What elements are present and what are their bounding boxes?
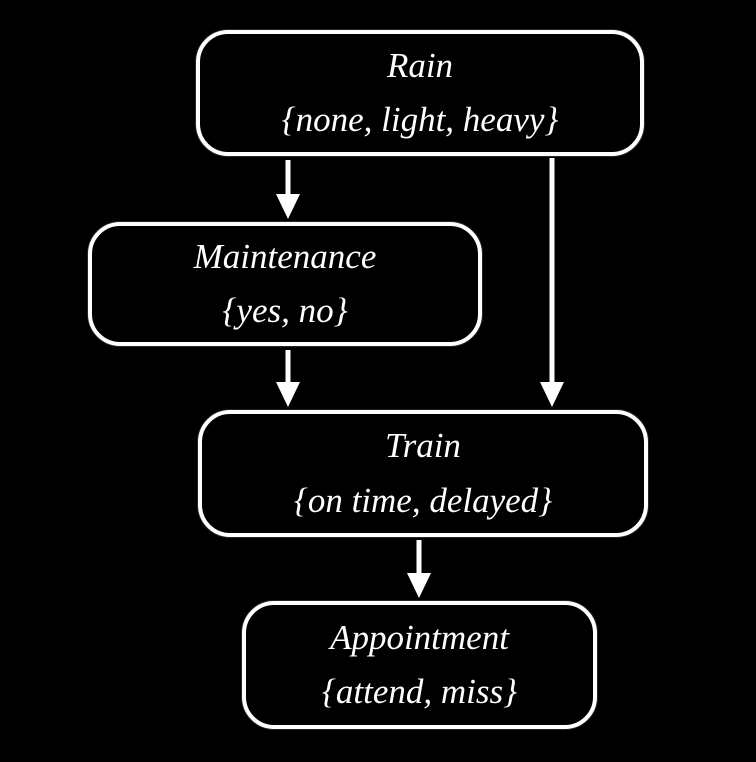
node-maintenance-values: {yes, no}	[222, 291, 348, 330]
node-train-values: {on time, delayed}	[293, 480, 553, 520]
node-maintenance: Maintenance {yes, no}	[88, 222, 482, 346]
node-appointment: Appointment {attend, miss}	[242, 601, 597, 729]
edge-train-to-appointment	[407, 540, 431, 598]
edge-rain-to-maintenance	[276, 160, 300, 219]
node-train: Train {on time, delayed}	[198, 410, 648, 537]
node-rain-label: Rain	[386, 45, 454, 85]
node-appointment-values: {attend, miss}	[321, 672, 518, 711]
edge-maintenance-to-train	[276, 350, 300, 407]
node-train-label: Train	[385, 426, 461, 466]
node-rain: Rain {none, light, heavy}	[196, 30, 644, 156]
node-maintenance-label: Maintenance	[193, 236, 377, 276]
node-rain-values: {none, light, heavy}	[281, 100, 559, 139]
edge-rain-to-train	[540, 158, 564, 407]
node-appointment-label: Appointment	[330, 617, 509, 657]
